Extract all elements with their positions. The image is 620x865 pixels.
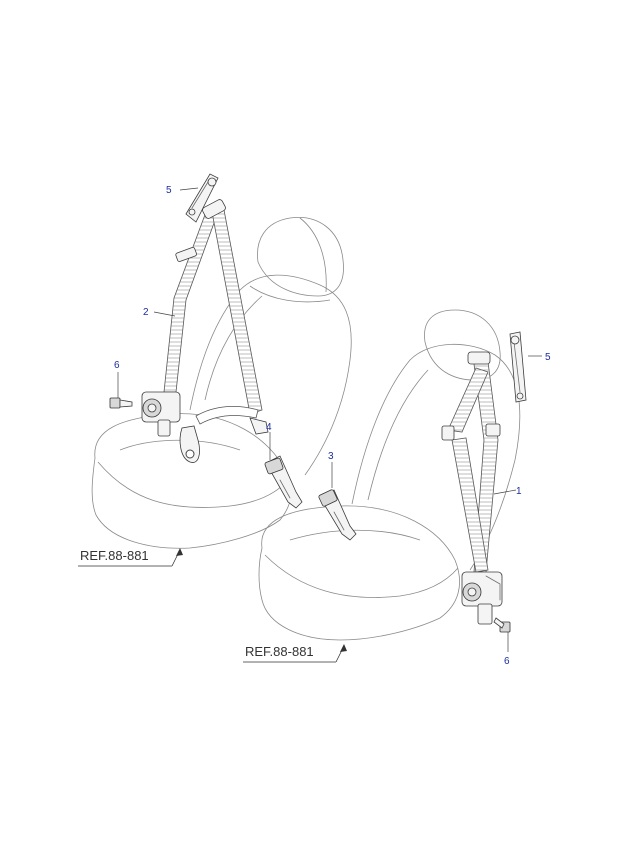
right-seat <box>258 309 521 641</box>
callout-5-left: 5 <box>166 185 172 196</box>
callout-6-right: 6 <box>504 656 510 667</box>
right-height-adjuster <box>509 331 527 403</box>
left-anchor-bolt <box>109 397 133 409</box>
callout-3: 3 <box>328 451 334 462</box>
callout-5-right: 5 <box>545 352 551 363</box>
right-buckle <box>318 489 357 541</box>
right-retractor <box>461 571 503 625</box>
callout-6-left: 6 <box>114 360 120 371</box>
right-seat-belt-assembly <box>441 351 503 625</box>
left-height-adjuster <box>185 173 219 223</box>
callout-2: 2 <box>143 307 149 318</box>
left-seat-belt-assembly <box>141 199 269 463</box>
reference-left: REF.88-881 <box>78 548 183 567</box>
left-seat-headrest <box>257 216 344 297</box>
callout-4: 4 <box>266 422 272 433</box>
reference-label-left: REF.88-881 <box>80 548 149 563</box>
right-seat-headrest <box>424 309 501 381</box>
right-anchor-bolt <box>493 617 511 633</box>
callout-1: 1 <box>516 486 522 497</box>
left-seat-backrest <box>189 274 352 476</box>
left-buckle <box>264 455 303 509</box>
leader-lines <box>117 187 542 652</box>
reference-label-right: REF.88-881 <box>245 644 314 659</box>
left-seat <box>91 216 352 549</box>
reference-right: REF.88-881 <box>243 644 347 663</box>
left-retractor <box>141 391 181 437</box>
right-seat-backrest <box>351 343 521 571</box>
right-seat-cushion <box>258 505 460 641</box>
